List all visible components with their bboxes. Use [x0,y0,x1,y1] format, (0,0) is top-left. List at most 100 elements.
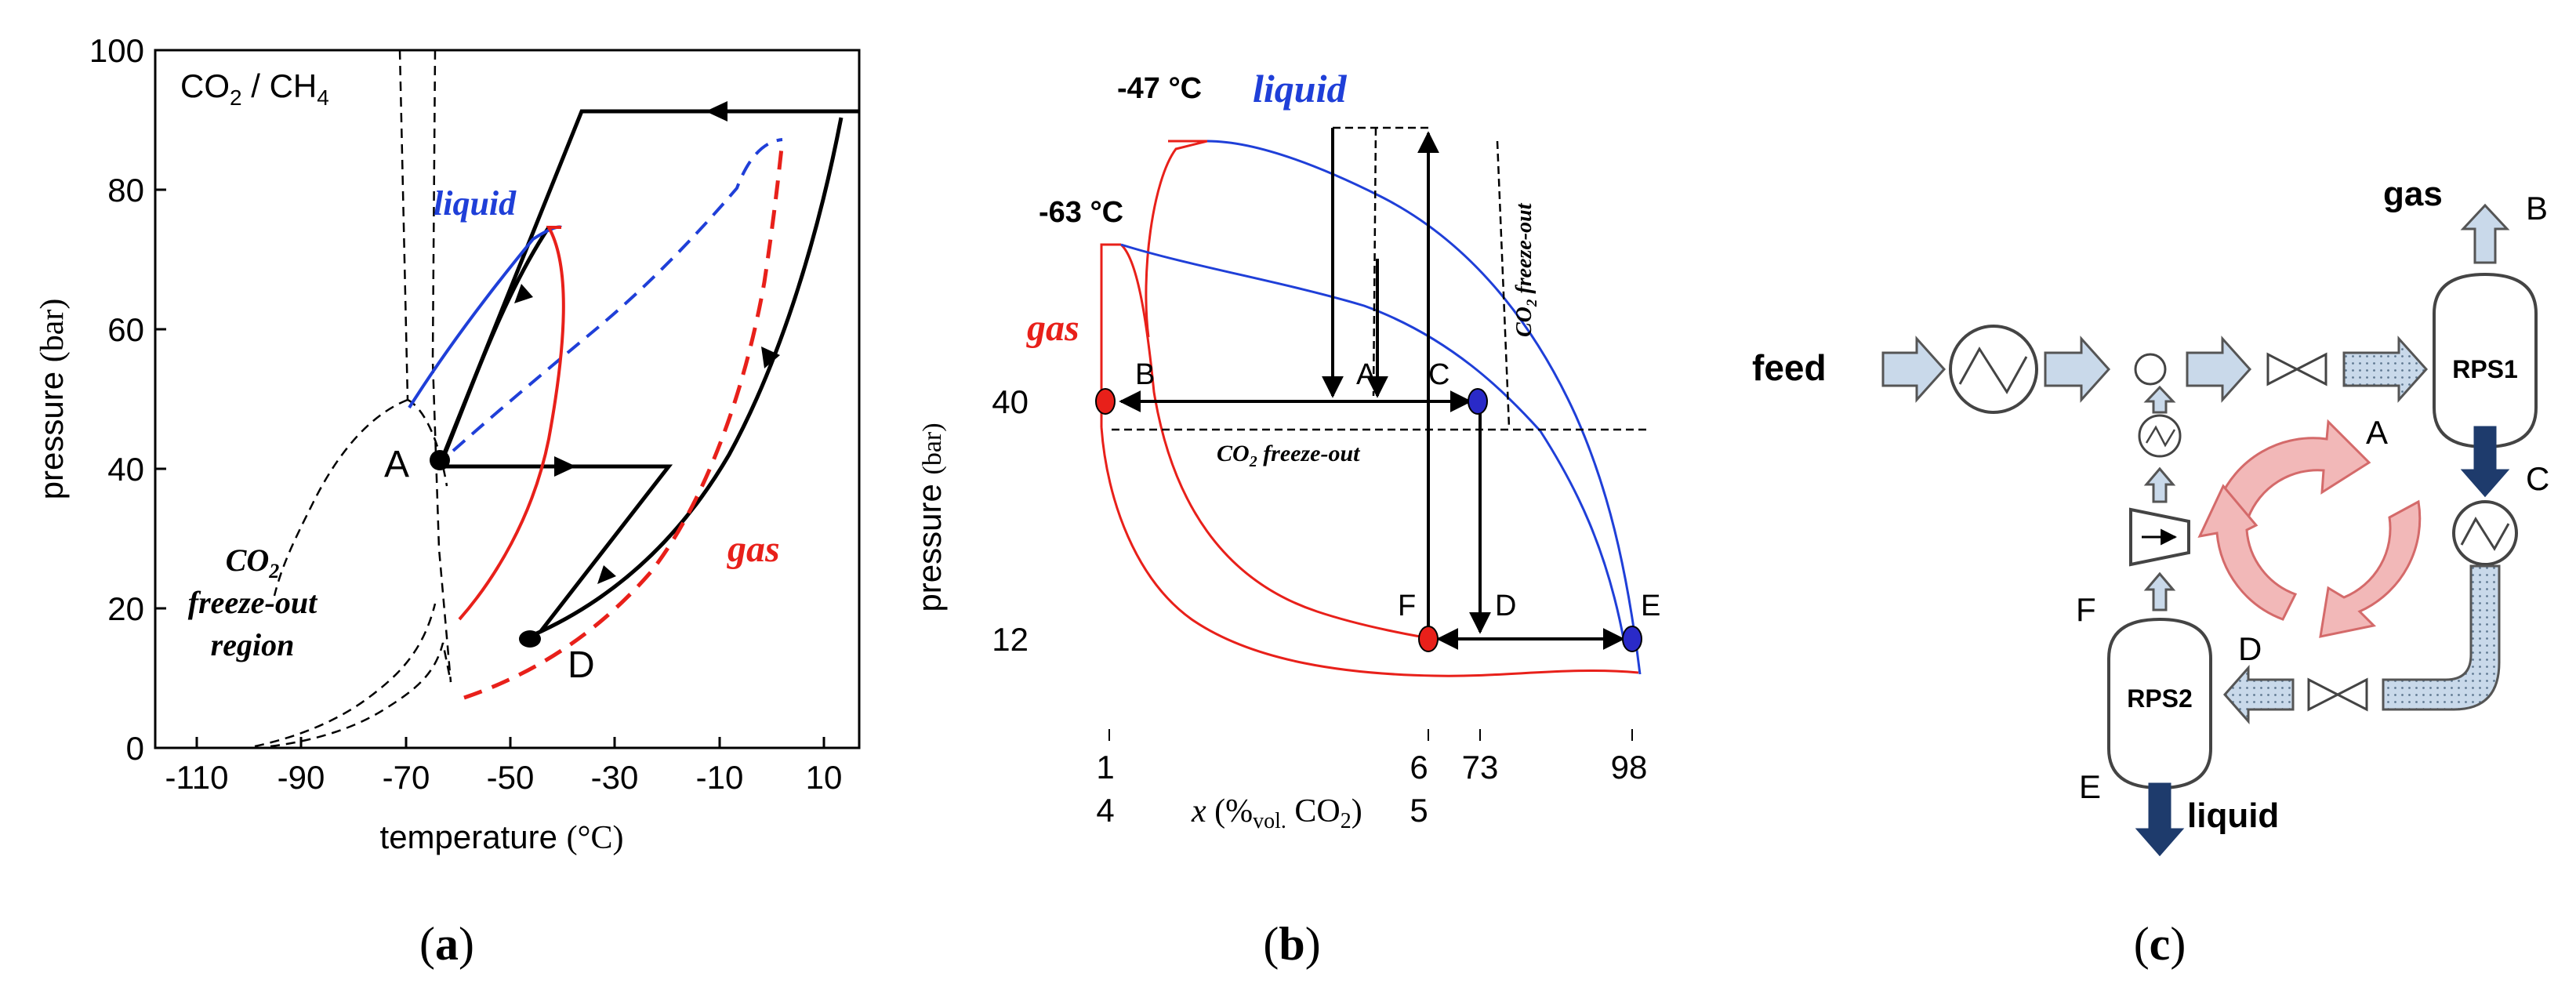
panel-b-freeze-out-vertical [1496,140,1511,428]
panel-a-process-path [437,109,859,637]
panel-a-point-a [430,450,450,470]
panel-b-gas-curve-outer [1100,426,1639,677]
panel-a-ytick-20: 20 [107,590,144,627]
panel-c-pipe-to-valve [2382,564,2501,711]
panel-c-liquid-label: liquid [2187,796,2279,835]
panel-b-label-gas: gas [1026,307,1079,349]
panel-b-ytick-40: 40 [992,383,1029,420]
panel-c-rps1-label: RPS1 [2452,355,2518,383]
panel-c-recycle-arrows [2197,419,2422,638]
panel-c: feed A RPS1 gas B C D [1752,175,2549,970]
panel-c-feed-label: feed [1752,347,1827,388]
panel-a-xtick-m30: -30 [591,759,639,796]
panel-c-label-a: A [2366,414,2388,451]
panel-b-label-f: F [1398,590,1416,622]
panel-a-liquid-dashed-curve [452,138,783,452]
panel-c-recycle-arrow-3 [2143,385,2176,414]
panel-c-heat-exchanger-3-wave [2145,425,2176,448]
panel-a-label-d: D [568,644,595,686]
panel-a: 0 20 40 60 80 100 -110 -90 -70 -50 -30 -… [33,32,861,970]
panel-a-xtick-m70: -70 [383,759,430,796]
panel-c-arrow-d [2222,665,2295,724]
panel-b-liquid-curve-high [1206,140,1642,675]
panel-c-arrow-3 [2186,336,2252,403]
panel-b-label-e: E [1641,590,1660,622]
panel-a-ylabel: pressure (bar) [33,299,71,500]
panel-a-ytick-40: 40 [107,451,144,488]
panel-a-region-line3: region [211,627,295,662]
panel-b-ylabel: pressure (bar) [911,423,948,611]
panel-b-gas-curve-inner [1119,243,1435,640]
panel-b-dashed-a-path [1333,126,1430,396]
panel-b-ytick-12: 12 [992,621,1029,658]
panel-a-ytick-80: 80 [107,172,144,209]
panel-a-system-label: CO2 / CH4 [180,67,329,110]
panel-b-gas-curve-high [1145,140,1208,338]
panel-b-xlabel: x (%vol. CO2) [1191,793,1362,833]
panel-c-valve-icon [2266,352,2327,386]
panel-c-heat-exchanger-2-wave [2460,517,2510,551]
panel-b-label-liquid: liquid [1253,67,1347,111]
panel-a-xlabel: temperature (°C) [380,818,624,856]
panel-a-xtick-m50: -50 [487,759,535,796]
panel-a-caption: (a) [419,918,474,970]
panel-c-recycle-arrow-1 [2143,572,2176,611]
panel-b: B A C D E F -47 °C -63 °C liquid gas CO2… [911,67,1660,970]
panel-a-label-gas: gas [727,528,780,570]
panel-b-freeze-out-v-label: CO2 freeze-out [1512,202,1540,337]
panel-b-label-c: C [1428,358,1449,391]
panel-c-recycle-arrow-2 [2143,466,2176,503]
panel-b-point-b [1095,388,1116,415]
panel-a-y-ticks: 0 20 40 60 80 100 [89,32,166,767]
panel-c-feed-arrow [1881,336,1947,403]
panel-c-gas-label: gas [2383,175,2443,213]
panel-b-process-lines [1119,128,1625,650]
panel-b-xtick-4: 4 [1096,792,1114,829]
panel-b-xtick-5: 5 [1410,792,1428,829]
panel-a-xtick-m10: -10 [696,759,744,796]
panel-c-label-f: F [2076,591,2096,628]
panel-c-rps2-vessel [2107,617,2212,790]
panel-b-label-d: D [1495,590,1516,622]
panel-b-temp-high: -47 °C [1117,72,1202,105]
panel-a-gas-dashed-curve [463,140,785,700]
panel-a-xtick-10: 10 [806,759,843,796]
panel-c-label-d: D [2238,630,2262,667]
panel-a-ytick-60: 60 [107,311,144,348]
panel-b-label-a: A [1356,358,1377,391]
panel-a-arrows [514,101,780,584]
panel-a-axes-box [154,49,861,749]
panel-a-ytick-100: 100 [89,32,144,69]
panel-b-xtick-6: 6 [1410,749,1428,786]
panel-c-label-c: C [2526,460,2549,497]
panel-b-xtick-98: 98 [1611,749,1648,786]
panel-b-point-f [1418,626,1439,652]
panel-c-mixer-icon [2134,353,2167,386]
panel-c-caption: (c) [2134,918,2186,970]
panel-a-xtick-m90: -90 [278,759,325,796]
panel-a-label-liquid: liquid [434,184,517,223]
panel-c-arrow-c [2460,426,2510,498]
panel-b-liquid-curve-low [1120,243,1626,644]
panel-a-x-ticks: -110 -90 -70 -50 -30 -10 10 [165,737,843,796]
panel-a-xtick-m110: -110 [165,759,229,796]
panel-c-liquid-arrow [2135,782,2185,857]
panel-b-freeze-out-h-label: CO2 freeze-out [1217,441,1361,470]
panel-c-gas-arrow [2460,203,2510,264]
panel-c-valve-2-icon [2307,677,2368,712]
panel-a-point-d [519,630,541,648]
panel-b-gas-curve-low [1100,243,1121,427]
panel-b-xtick-1: 1 [1096,749,1114,786]
panel-a-ytick-0: 0 [126,730,144,767]
panel-b-point-c [1468,388,1488,415]
panel-c-label-e: E [2079,768,2101,805]
panel-c-label-b: B [2526,190,2548,227]
panel-c-rps2-label: RPS2 [2127,684,2193,713]
panel-a-label-a: A [384,444,409,485]
panel-b-caption: (b) [1263,918,1320,970]
panel-b-temp-low: -63 °C [1039,196,1123,229]
panel-a-region-line2: freeze-out [188,585,318,620]
panel-b-point-e [1622,626,1642,652]
panel-a-gas-curve [458,226,565,621]
